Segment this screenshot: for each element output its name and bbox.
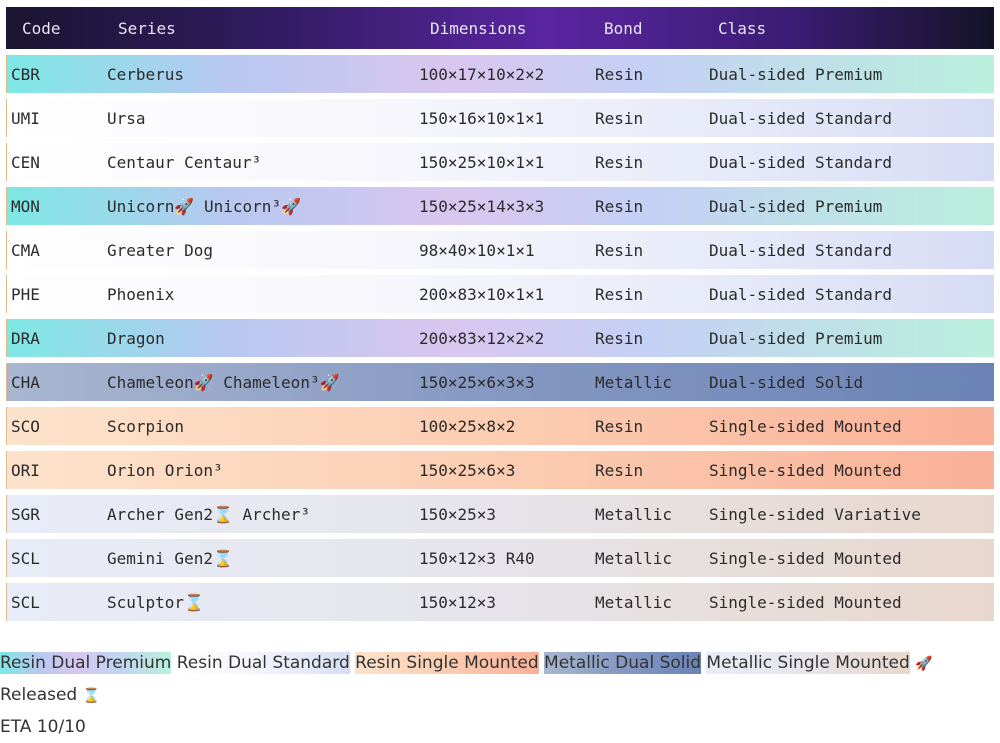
cell-bond: Resin xyxy=(595,284,644,304)
cell-code: SGR xyxy=(11,504,40,524)
cell-bond: Metallic xyxy=(595,504,673,524)
cell-series: Unicorn🚀 Unicorn³🚀 xyxy=(107,196,301,216)
table-row: MON Unicorn🚀 Unicorn³🚀 150×25×14×3×3 Resin D… xyxy=(6,187,994,225)
cell-bond: Resin xyxy=(595,328,644,348)
cell-class: Dual-sided Premium xyxy=(709,328,883,348)
cell-class: Dual-sided Standard xyxy=(709,240,893,260)
cell-class: Single-sided Mounted xyxy=(709,548,902,568)
cell-bond: Resin xyxy=(595,196,644,216)
cell-class: Single-sided Variative xyxy=(709,504,921,524)
legend-released: Released xyxy=(0,685,78,705)
cell-dimensions: 200×83×10×1×1 xyxy=(419,284,545,304)
cell-dimensions: 100×17×10×2×2 xyxy=(419,64,545,84)
table-row: PHE Phoenix 200×83×10×1×1 Resin Dual-sided S… xyxy=(6,275,994,313)
page: Code Series Dimensions Bond Class CBR Cer… xyxy=(0,7,994,737)
cell-bond: Resin xyxy=(595,460,644,480)
cell-class: Dual-sided Premium xyxy=(709,64,883,84)
cell-bond: Metallic xyxy=(595,592,673,612)
cell-class: Single-sided Mounted xyxy=(709,592,902,612)
cell-series: Archer Gen2⌛ Archer³ xyxy=(107,504,310,524)
legend-metallic-dual-solid: Metallic Dual Solid xyxy=(544,652,701,674)
cell-bond: Metallic xyxy=(595,548,673,568)
cell-dimensions: 150×25×10×1×1 xyxy=(419,152,545,172)
table-row: CBR Cerberus 100×17×10×2×2 Resin Dual-sided … xyxy=(6,55,994,93)
cell-dimensions: 150×25×6×3 xyxy=(419,460,516,480)
cell-code: SCO xyxy=(11,416,40,436)
cell-bond: Metallic xyxy=(595,372,673,392)
cell-dimensions: 100×25×8×2 xyxy=(419,416,516,436)
cell-series: Centaur Centaur³ xyxy=(107,152,262,172)
cell-bond: Resin xyxy=(595,108,644,128)
cell-code: CMA xyxy=(11,240,40,260)
cell-code: CEN xyxy=(11,152,40,172)
table-header: Code Series Dimensions Bond Class xyxy=(6,7,994,49)
cell-dimensions: 150×16×10×1×1 xyxy=(419,108,545,128)
cell-bond: Resin xyxy=(595,152,644,172)
table-row: SGR Archer Gen2⌛ Archer³ 150×25×3 Metallic S… xyxy=(6,495,994,533)
header-dimensions: Dimensions xyxy=(430,18,527,38)
cell-series: Sculptor⌛ xyxy=(107,592,204,612)
cell-class: Single-sided Mounted xyxy=(709,460,902,480)
cell-dimensions: 150×25×3 xyxy=(419,504,497,524)
legend-metallic-single-mounted: Metallic Single Mounted xyxy=(706,652,910,674)
cell-class: Dual-sided Standard xyxy=(709,152,893,172)
cell-class: Dual-sided Solid xyxy=(709,372,864,392)
header-class: Class xyxy=(718,18,767,38)
table-row: CHA Chameleon🚀 Chameleon³🚀 150×25×6×3×3 Met… xyxy=(6,363,994,401)
table-row: UMI Ursa 150×16×10×1×1 Resin Dual-sided Stan… xyxy=(6,99,994,137)
cell-class: Dual-sided Standard xyxy=(709,284,893,304)
cell-dimensions: 98×40×10×1×1 xyxy=(419,240,535,260)
cell-code: CBR xyxy=(11,64,40,84)
legend: Resin Dual Premium Resin Dual Standard R… xyxy=(0,648,1000,743)
cell-series: Chameleon🚀 Chameleon³🚀 xyxy=(107,372,340,392)
cell-series: Greater Dog xyxy=(107,240,213,260)
cell-dimensions: 200×83×12×2×2 xyxy=(419,328,545,348)
cell-series: Orion Orion³ xyxy=(107,460,223,480)
cell-class: Dual-sided Standard xyxy=(709,108,893,128)
cell-bond: Resin xyxy=(595,64,644,84)
table-row: ORI Orion Orion³ 150×25×6×3 Resin Single-sid… xyxy=(6,451,994,489)
series-table: Code Series Dimensions Bond Class CBR Cer… xyxy=(6,7,994,621)
legend-resin-dual-premium: Resin Dual Premium xyxy=(0,652,172,674)
cell-series: Scorpion xyxy=(107,416,185,436)
cell-code: SCL xyxy=(11,592,40,612)
cell-dimensions: 150×25×6×3×3 xyxy=(419,372,535,392)
cell-bond: Resin xyxy=(595,416,644,436)
table-row: SCL Gemini Gen2⌛ 150×12×3 R40 Metallic Singl… xyxy=(6,539,994,577)
cell-code: PHE xyxy=(11,284,40,304)
cell-code: UMI xyxy=(11,108,40,128)
cell-code: SCL xyxy=(11,548,40,568)
cell-series: Ursa xyxy=(107,108,146,128)
header-series: Series xyxy=(118,18,176,38)
cell-dimensions: 150×12×3 xyxy=(419,592,497,612)
cell-series: Gemini Gen2⌛ xyxy=(107,548,233,568)
table-row: SCL Sculptor⌛ 150×12×3 Metallic Single-sided… xyxy=(6,583,994,621)
table-row: CEN Centaur Centaur³ 150×25×10×1×1 Resin Dua… xyxy=(6,143,994,181)
cell-code: MON xyxy=(11,196,40,216)
table-row: SCO Scorpion 100×25×8×2 Resin Single-sided M… xyxy=(6,407,994,445)
cell-code: ORI xyxy=(11,460,40,480)
table-row: CMA Greater Dog 98×40×10×1×1 Resin Dual-side… xyxy=(6,231,994,269)
cell-class: Single-sided Mounted xyxy=(709,416,902,436)
cell-class: Dual-sided Premium xyxy=(709,196,883,216)
legend-resin-single-mounted: Resin Single Mounted xyxy=(355,652,539,674)
legend-resin-dual-standard: Resin Dual Standard xyxy=(176,652,350,674)
hourglass-icon: ⌛ xyxy=(82,688,101,704)
cell-series: Phoenix xyxy=(107,284,175,304)
table-row: DRA Dragon 200×83×12×2×2 Resin Dual-sided Pr… xyxy=(6,319,994,357)
legend-eta: ETA 10/10 xyxy=(0,717,86,737)
cell-series: Dragon xyxy=(107,328,165,348)
cell-series: Cerberus xyxy=(107,64,185,84)
cell-code: CHA xyxy=(11,372,40,392)
rocket-icon: 🚀 xyxy=(915,656,933,672)
cell-dimensions: 150×12×3 R40 xyxy=(419,548,535,568)
cell-dimensions: 150×25×14×3×3 xyxy=(419,196,545,216)
cell-code: DRA xyxy=(11,328,40,348)
header-code: Code xyxy=(22,18,61,38)
header-bond: Bond xyxy=(604,18,643,38)
cell-bond: Resin xyxy=(595,240,644,260)
